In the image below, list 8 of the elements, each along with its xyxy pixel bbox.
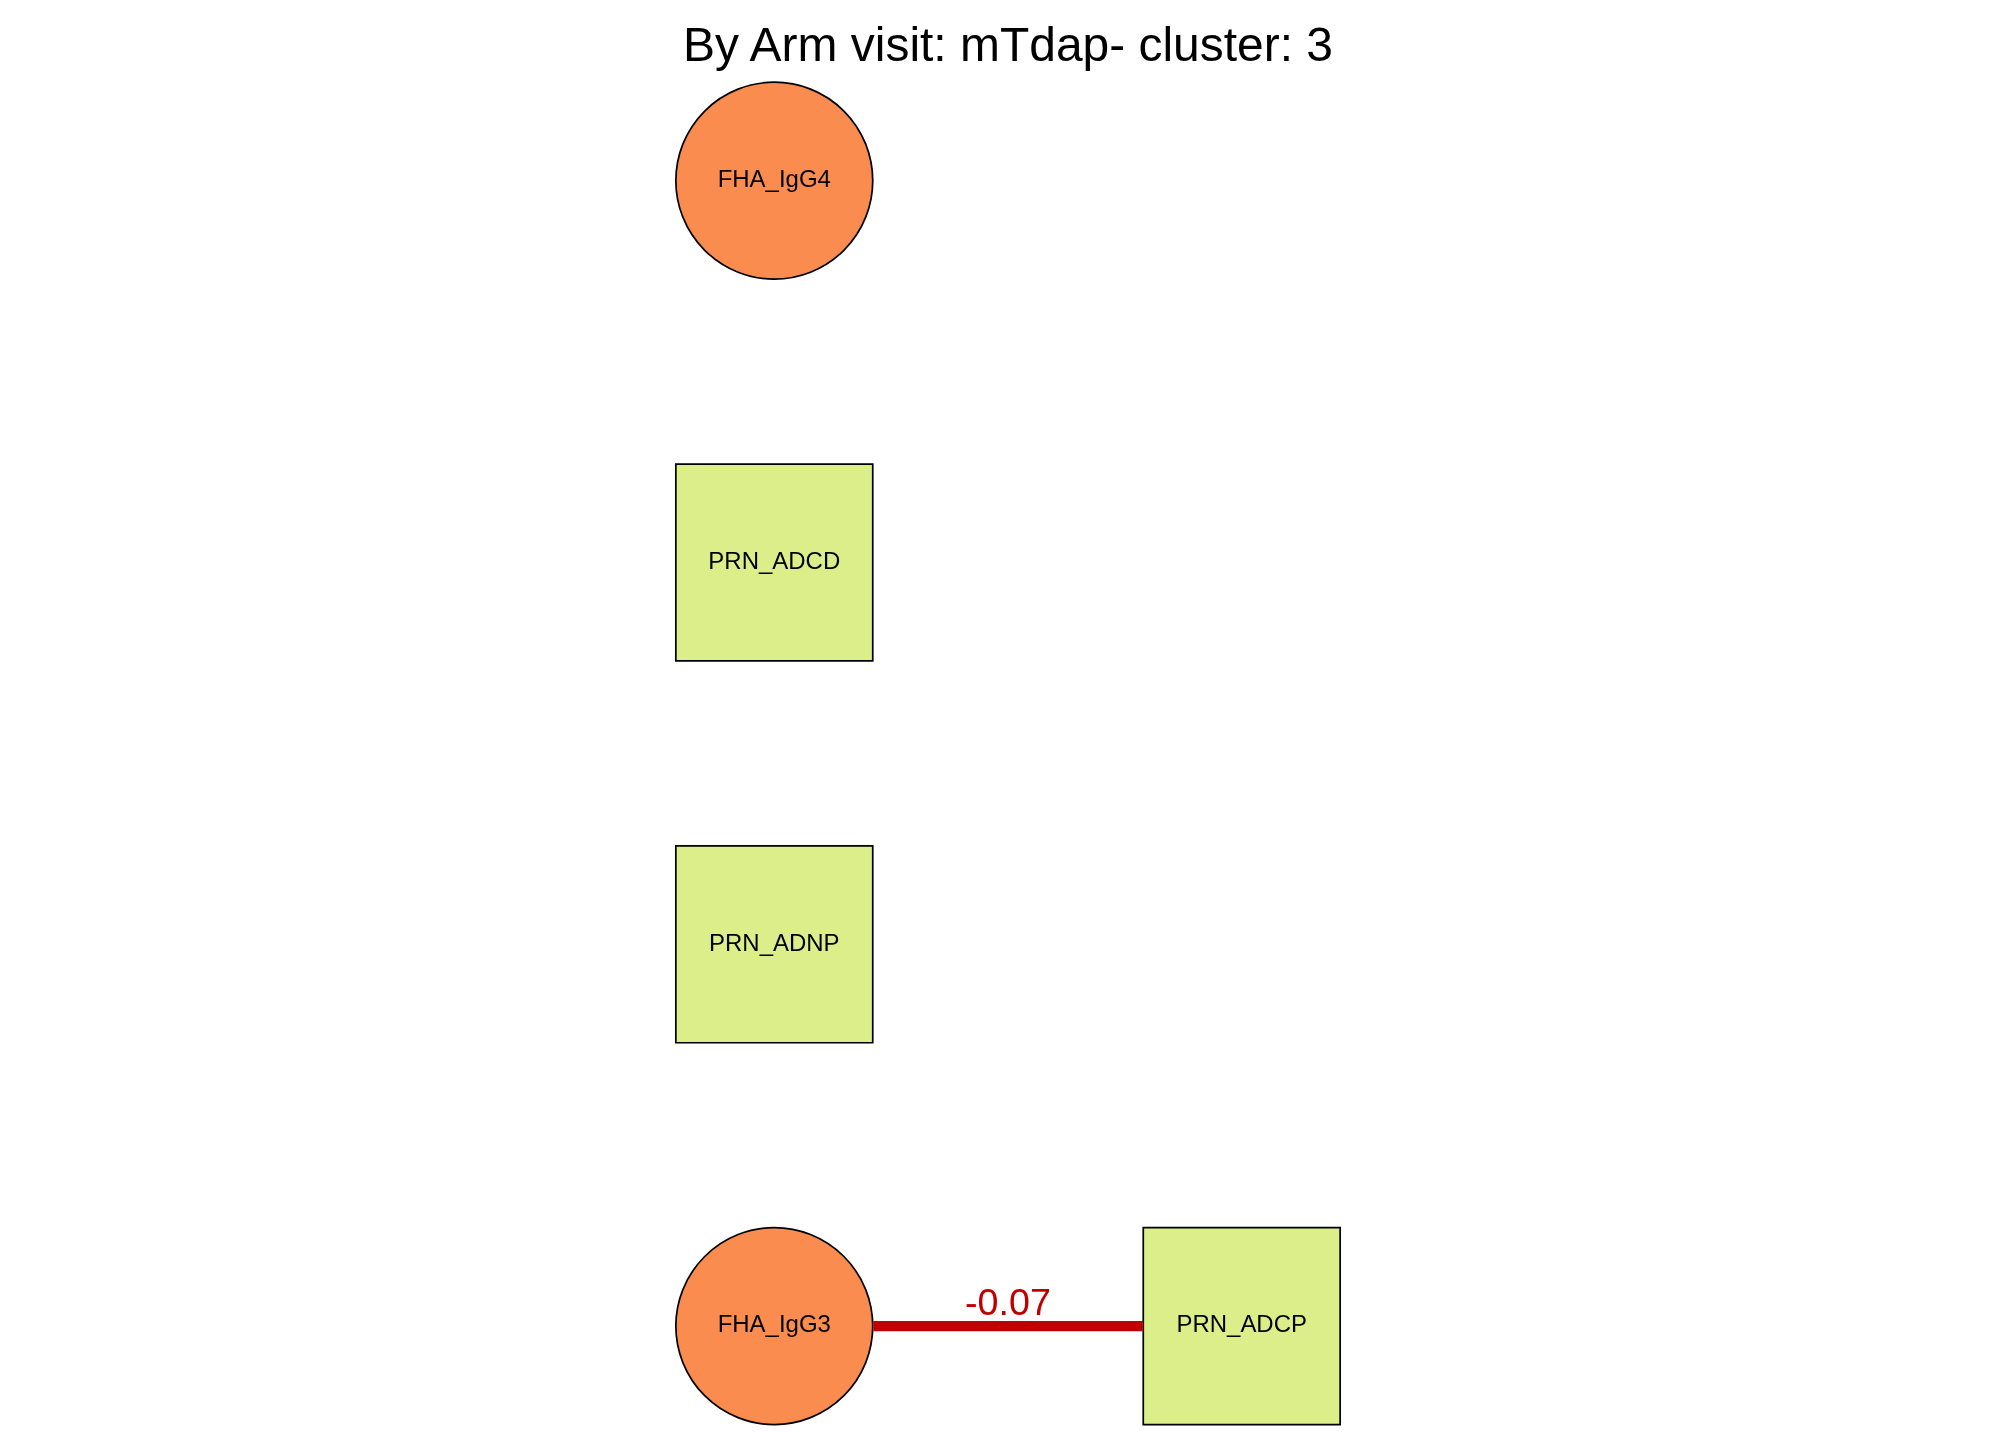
node-box: PRN_ADCP	[1142, 1226, 1341, 1426]
node-circle: FHA_IgG3	[675, 1226, 874, 1426]
edge-label: -0.07	[965, 1281, 1051, 1324]
node-box: PRN_ADCD	[675, 463, 874, 662]
node-circle: FHA_IgG4	[675, 81, 874, 280]
connector	[873, 1320, 1143, 1332]
diagram-title: By Arm visit: mTdap- cluster: 3	[683, 17, 1333, 71]
node-box: PRN_ADNP	[675, 845, 874, 1044]
